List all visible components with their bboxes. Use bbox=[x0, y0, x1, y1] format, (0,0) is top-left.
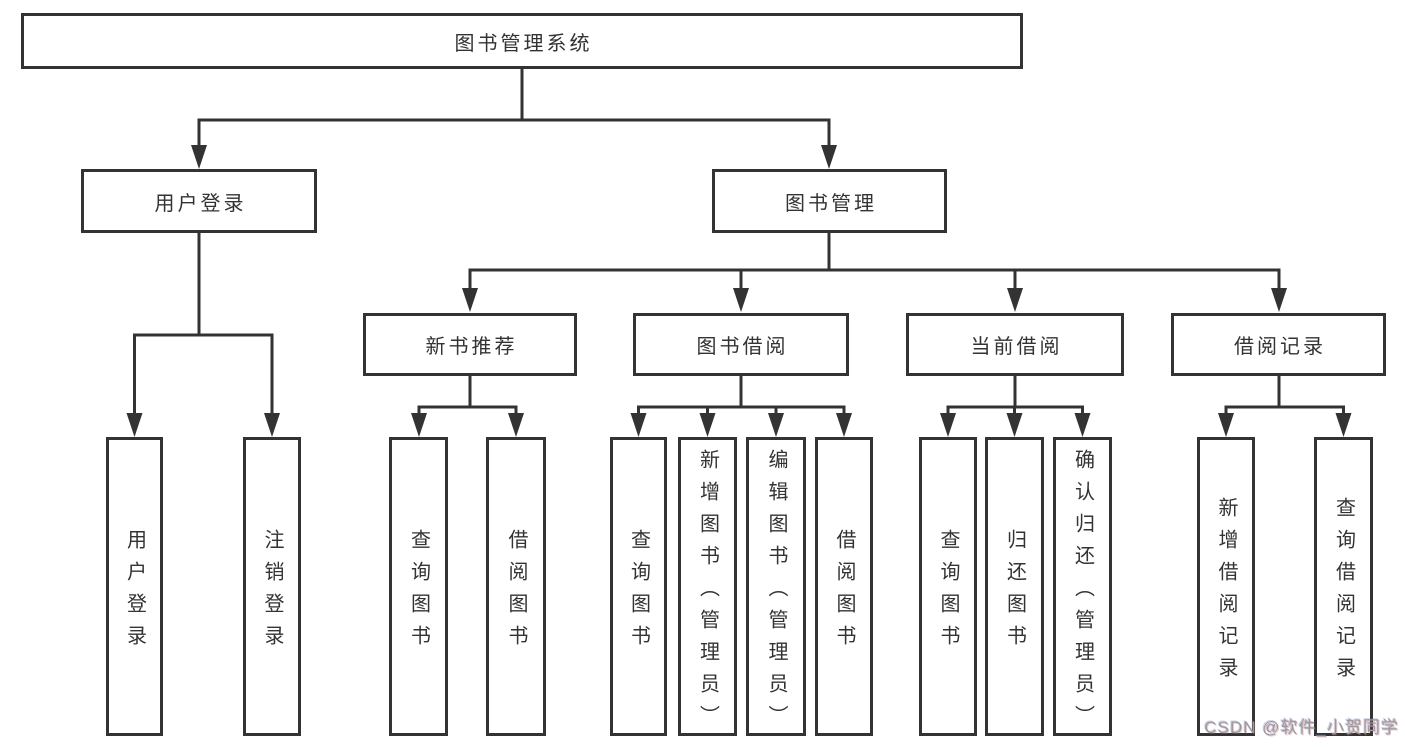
node-current-borrow-label: 当前借阅 bbox=[970, 336, 1063, 358]
leaf-borrow-query-books: 查询图书 bbox=[610, 437, 667, 736]
leaf-current-query-books-label: 查询图书 bbox=[937, 528, 959, 657]
leaf-records-query-record-label: 查询借阅记录 bbox=[1332, 496, 1355, 689]
node-book-borrow-label: 图书借阅 bbox=[696, 336, 789, 358]
leaf-logout-login-label: 注销登录 bbox=[261, 528, 283, 657]
leaf-borrow-query-books-label: 查询图书 bbox=[627, 528, 650, 657]
leaf-recommend-borrow-books: 借阅图书 bbox=[486, 437, 546, 736]
node-user-login-label: 用户登录 bbox=[154, 192, 247, 215]
leaf-user-login-label: 用户登录 bbox=[123, 528, 146, 657]
leaf-user-login: 用户登录 bbox=[106, 437, 163, 736]
node-current-borrow: 当前借阅 bbox=[906, 313, 1124, 376]
leaf-recommend-borrow-books-label: 借阅图书 bbox=[505, 528, 527, 657]
node-user-login: 用户登录 bbox=[81, 169, 317, 233]
node-borrow-records: 借阅记录 bbox=[1171, 313, 1386, 376]
leaf-records-add-record: 新增借阅记录 bbox=[1197, 437, 1255, 736]
leaf-borrow-edit-books-admin: 编辑图书（管理员） bbox=[746, 437, 806, 737]
leaf-recommend-query-books: 查询图书 bbox=[389, 437, 448, 736]
leaf-current-confirm-return-admin-label: 确认归还（管理员） bbox=[1071, 448, 1094, 737]
leaf-logout-login: 注销登录 bbox=[243, 437, 301, 736]
leaf-borrow-borrow-books-label: 借阅图书 bbox=[833, 528, 855, 657]
node-new-book-recommend-label: 新书推荐 bbox=[425, 336, 518, 358]
node-library-system-label: 图书管理系统 bbox=[454, 32, 593, 55]
leaf-borrow-borrow-books: 借阅图书 bbox=[815, 437, 873, 736]
node-borrow-records-label: 借阅记录 bbox=[1234, 336, 1326, 358]
node-book-management-label: 图书管理 bbox=[785, 192, 877, 215]
leaf-borrow-add-books-admin: 新增图书（管理员） bbox=[678, 437, 737, 737]
leaf-borrow-edit-books-admin-label: 编辑图书（管理员） bbox=[765, 448, 787, 737]
leaf-borrow-add-books-admin-label: 新增图书（管理员） bbox=[696, 448, 719, 737]
leaf-current-return-books: 归还图书 bbox=[985, 437, 1044, 736]
leaf-recommend-query-books-label: 查询图书 bbox=[407, 528, 430, 657]
leaf-current-confirm-return-admin: 确认归还（管理员） bbox=[1053, 437, 1112, 737]
leaf-current-return-books-label: 归还图书 bbox=[1003, 528, 1026, 657]
leaf-records-add-record-label: 新增借阅记录 bbox=[1215, 496, 1237, 689]
node-library-system: 图书管理系统 bbox=[21, 13, 1023, 69]
leaf-current-query-books: 查询图书 bbox=[919, 437, 977, 736]
csdn-watermark: CSDN @软件_小贺同学 bbox=[1204, 718, 1399, 737]
node-new-book-recommend: 新书推荐 bbox=[363, 313, 577, 376]
node-book-management: 图书管理 bbox=[712, 169, 947, 233]
node-book-borrow: 图书借阅 bbox=[633, 313, 849, 376]
leaf-records-query-record: 查询借阅记录 bbox=[1314, 437, 1373, 736]
